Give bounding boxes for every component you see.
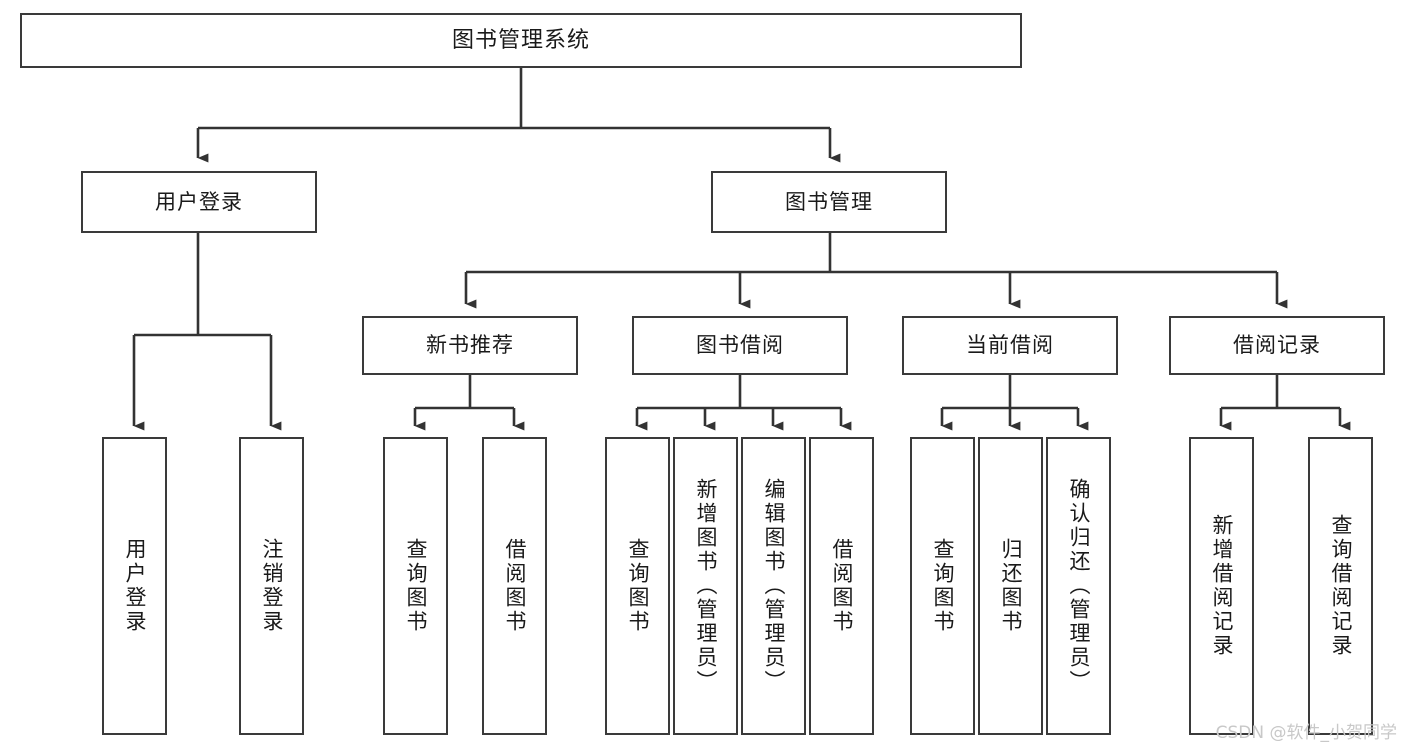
leaf-current-query-book[interactable]: 查询图书 — [910, 437, 975, 735]
node-label: 查询图书 — [626, 538, 650, 634]
node-label: 新书推荐 — [426, 333, 514, 358]
leaf-borrow-add-book-admin[interactable]: 新增图书（管理员） — [673, 437, 738, 735]
watermark-text: CSDN @软件_小贺同学 — [1215, 723, 1397, 743]
node-borrow-record[interactable]: 借阅记录 — [1169, 316, 1385, 375]
node-label: 用户登录 — [123, 538, 147, 634]
leaf-user-login-logout[interactable]: 注销登录 — [239, 437, 304, 735]
leaf-borrow-edit-book-admin[interactable]: 编辑图书（管理员） — [741, 437, 806, 735]
node-label: 当前借阅 — [966, 333, 1054, 358]
leaf-borrow-query-book[interactable]: 查询图书 — [605, 437, 670, 735]
node-label: 编辑图书（管理员） — [762, 478, 786, 694]
node-label: 图书借阅 — [696, 333, 784, 358]
leaf-current-confirm-return-admin[interactable]: 确认归还（管理员） — [1046, 437, 1111, 735]
leaf-recommend-borrow-book[interactable]: 借阅图书 — [482, 437, 547, 735]
node-label: 确认归还（管理员） — [1067, 478, 1091, 694]
node-root-system[interactable]: 图书管理系统 — [20, 13, 1022, 68]
leaf-borrow-borrow-book[interactable]: 借阅图书 — [809, 437, 874, 735]
node-label: 图书管理 — [785, 189, 873, 214]
node-label: 新增图书（管理员） — [694, 478, 718, 694]
leaf-record-add-record[interactable]: 新增借阅记录 — [1189, 437, 1254, 735]
node-label: 图书管理系统 — [451, 27, 590, 53]
leaf-current-return-book[interactable]: 归还图书 — [978, 437, 1043, 735]
node-user-login[interactable]: 用户登录 — [81, 171, 317, 233]
leaf-user-login-login[interactable]: 用户登录 — [102, 437, 167, 735]
node-book-borrow[interactable]: 图书借阅 — [632, 316, 848, 375]
node-label: 查询图书 — [931, 538, 955, 634]
node-label: 查询借阅记录 — [1329, 514, 1353, 658]
node-label: 用户登录 — [155, 189, 243, 214]
node-current-borrow[interactable]: 当前借阅 — [902, 316, 1118, 375]
node-label: 新增借阅记录 — [1210, 514, 1234, 658]
node-new-book-recommend[interactable]: 新书推荐 — [362, 316, 578, 375]
node-label: 归还图书 — [999, 538, 1023, 634]
node-label: 查询图书 — [404, 538, 428, 634]
leaf-recommend-query-book[interactable]: 查询图书 — [383, 437, 448, 735]
leaf-record-query-record[interactable]: 查询借阅记录 — [1308, 437, 1373, 735]
node-label: 借阅图书 — [830, 538, 854, 634]
node-label: 借阅记录 — [1233, 333, 1321, 358]
node-book-management[interactable]: 图书管理 — [711, 171, 947, 233]
node-label: 注销登录 — [260, 538, 284, 634]
node-label: 借阅图书 — [503, 538, 527, 634]
